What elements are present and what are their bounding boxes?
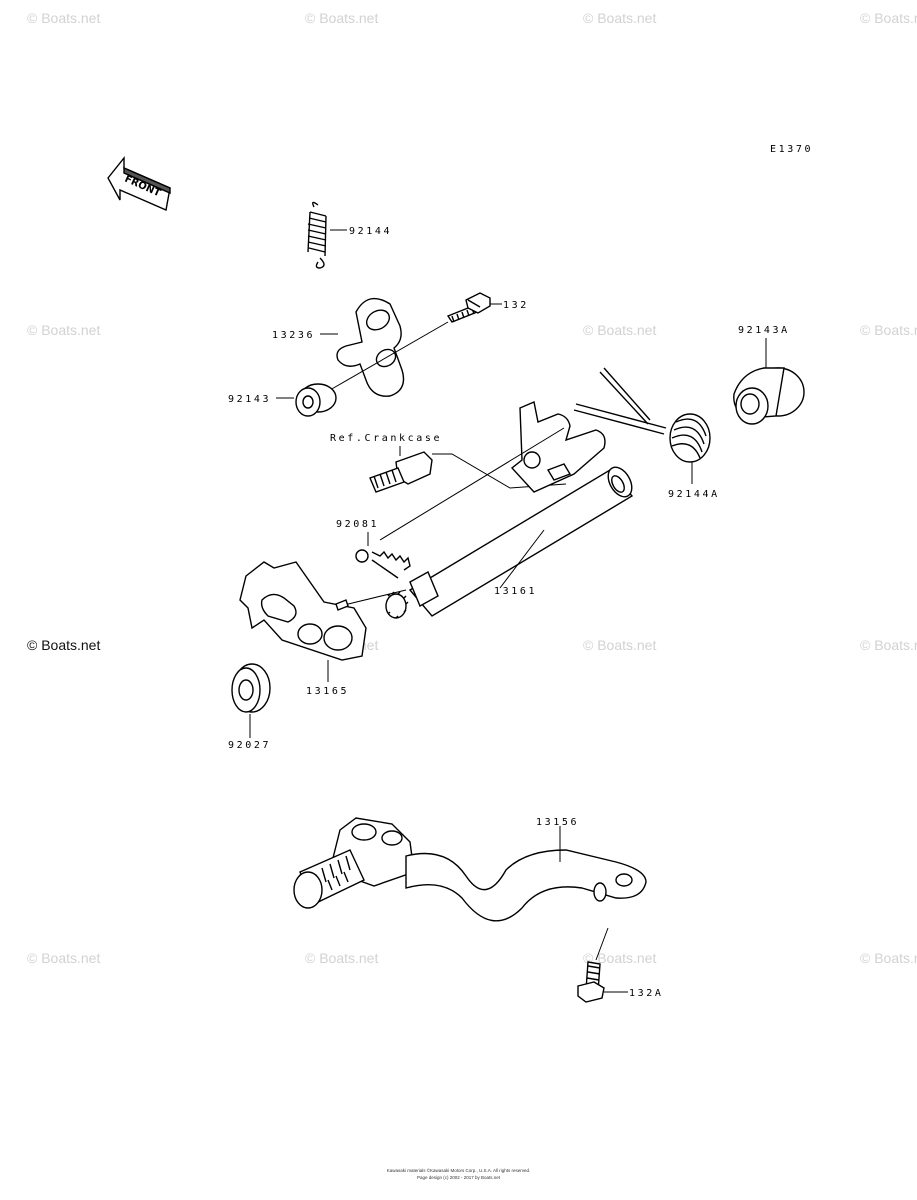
- pin-92081[interactable]: [355, 549, 411, 579]
- collar-92143A[interactable]: [733, 367, 805, 425]
- front-arrow-icon: FRONT: [107, 156, 171, 211]
- torsion-spring-92144A[interactable]: [573, 367, 711, 463]
- watermark: © Boats.net: [583, 322, 657, 338]
- shift-pedal-13156[interactable]: [293, 817, 647, 922]
- part-label-92027[interactable]: 92027: [228, 740, 271, 751]
- guide-plate-13165[interactable]: [239, 561, 367, 661]
- part-label-92081[interactable]: 92081: [336, 519, 379, 530]
- bolt-132[interactable]: [446, 292, 491, 323]
- collar-92143[interactable]: [295, 383, 337, 417]
- shift-shaft-13161[interactable]: [385, 401, 637, 619]
- watermark: © Boats.net: [860, 637, 917, 653]
- watermark: © Boats.net: [583, 10, 657, 26]
- watermark: © Boats.net: [27, 10, 101, 26]
- part-label-132[interactable]: 132: [503, 300, 529, 311]
- watermark: © Boats.net: [27, 950, 101, 966]
- part-label-132A[interactable]: 132A: [629, 988, 663, 999]
- watermark: © Boats.net: [305, 950, 379, 966]
- lever-plate-13236[interactable]: [336, 297, 405, 397]
- watermark: © Boats.net: [860, 10, 917, 26]
- watermark: © Boats.net: [27, 637, 101, 653]
- part-label-13165[interactable]: 13165: [306, 686, 349, 697]
- spring-92144[interactable]: [307, 201, 327, 269]
- part-label-92143[interactable]: 92143: [228, 394, 271, 405]
- diagram-code-label: E1370: [770, 144, 813, 155]
- watermark: © Boats.net: [860, 950, 917, 966]
- part-label-92144[interactable]: 92144: [349, 226, 392, 237]
- crankcase-bolt: [369, 451, 433, 493]
- watermark: © Boats.net: [27, 322, 101, 338]
- footer-line-1: Kawasaki materials ©Kawasaki Motors Corp…: [386, 1168, 531, 1173]
- bolt-132A[interactable]: [577, 961, 605, 1003]
- part-label-13156[interactable]: 13156: [536, 817, 579, 828]
- reference-label: Ref.Crankcase: [330, 433, 442, 444]
- part-label-92144A[interactable]: 92144A: [668, 489, 720, 500]
- part-label-13161[interactable]: 13161: [494, 586, 537, 597]
- watermark: © Boats.net: [583, 950, 657, 966]
- watermark: © Boats.net: [583, 637, 657, 653]
- watermark: © Boats.net: [305, 10, 379, 26]
- part-label-92143A[interactable]: 92143A: [738, 325, 790, 336]
- seal-92027[interactable]: [231, 663, 271, 713]
- watermark: © Boats.net: [860, 322, 917, 338]
- part-label-13236[interactable]: 13236: [272, 330, 315, 341]
- footer-line-2: Page design (c) 2002 - 2017 by Boats.net: [416, 1175, 501, 1180]
